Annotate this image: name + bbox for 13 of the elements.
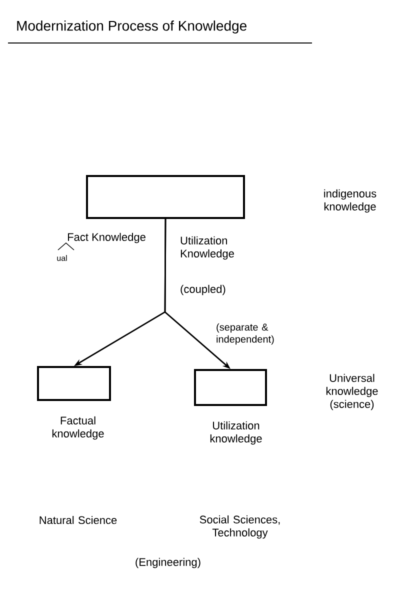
insertion-note: ual	[57, 255, 67, 261]
side-label: indigenous knowledge	[324, 189, 376, 213]
side-label: Universal knowledge (science)	[326, 374, 378, 410]
annotation: (Engineering)	[136, 558, 200, 568]
node-label: Factual knowledge	[52, 416, 104, 440]
title: Modernization Process of Knowledge	[17, 20, 246, 34]
annotation: (separate & independent)	[216, 323, 274, 345]
node-label: Fact Knowledge	[68, 232, 146, 244]
node-label: Utilization Knowledge	[180, 236, 234, 260]
field-label: Social Sciences, Technology	[200, 515, 280, 539]
node-label: Utilization knowledge	[210, 421, 262, 445]
annotation: (coupled)	[180, 284, 226, 296]
field-label: Natural Science	[40, 516, 117, 524]
